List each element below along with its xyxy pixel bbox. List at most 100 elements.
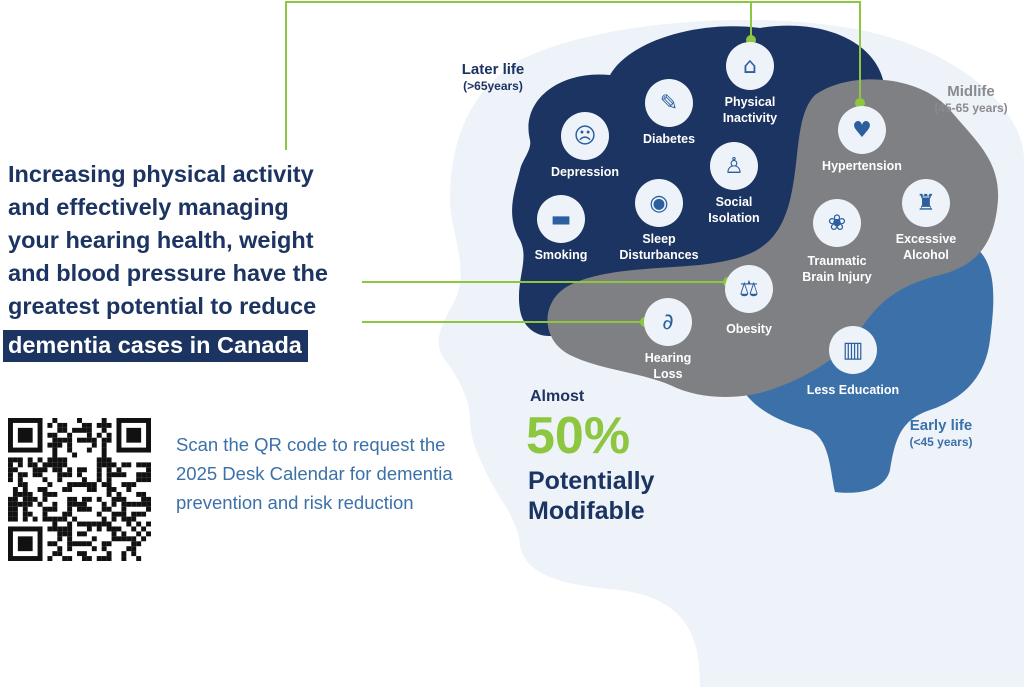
qr-module [57,546,63,552]
qr-module [101,501,107,507]
qr-module [86,487,92,492]
qr-module [12,511,18,517]
factor-smoking: ▬Smoking [491,195,631,263]
qr-module [136,477,142,483]
qr-module [67,556,73,561]
qr-module [52,447,58,453]
qr-module [62,472,68,478]
qr-module [47,482,53,488]
qr-module [67,447,73,453]
qr-module [37,472,43,478]
qr-code[interactable] [8,418,151,561]
qr-module [8,526,43,532]
qr-module [81,477,87,483]
qr-module [27,496,33,502]
qr-module [141,496,147,502]
qr-module [106,506,112,512]
qr-module [101,447,107,453]
factor-label: Obesity [726,322,772,336]
qr-module [91,521,97,527]
factor-sleep-disturbances: ◉Sleep Disturbances [589,179,729,263]
qr-module [8,516,13,522]
later-life-label: Later life (>65years) [448,62,538,94]
qr-module [111,511,117,517]
qr-module [42,491,48,497]
qr-module [116,511,122,517]
qr-module [81,551,87,557]
qr-module [22,487,28,492]
qr-module [22,501,28,507]
qr-module [52,501,58,507]
qr-module [116,418,122,453]
qr-module [22,472,28,478]
qr-module [27,457,33,463]
qr-module [91,437,97,443]
qr-module [101,462,107,468]
qr-module [17,482,23,488]
qr-module [67,536,73,542]
qr-module [136,556,142,561]
qr-module [101,427,107,433]
qr-module [37,418,43,453]
qr-module [17,427,33,443]
qr-module [52,521,58,527]
qr-module [101,418,107,423]
qr-module [121,462,127,468]
qr-module [146,506,151,512]
summary-prefix: Almost [530,388,585,405]
qr-module [67,432,73,438]
qr-module [136,521,142,527]
qr-module [131,516,137,522]
qr-module [17,477,23,483]
qr-module [57,526,63,532]
qr-module [111,462,117,468]
factor-hearing-loss: ∂Hearing Loss [598,298,738,382]
qr-module [96,422,102,428]
depressed-person-icon: ☹ [561,112,609,160]
factor-depression: ☹Depression [515,112,655,180]
qr-module [27,511,33,517]
headline-line: and blood pressure have the [8,260,328,286]
qr-module [8,477,13,483]
qr-module [67,487,73,492]
qr-module [116,536,122,542]
qr-module [141,462,147,468]
qr-module [96,472,102,478]
qr-module [8,447,43,453]
qr-module [37,501,43,507]
qr-module [57,462,63,468]
qr-module [106,491,112,497]
qr-module [67,526,73,532]
qr-module [121,501,127,507]
qr-module [106,462,112,468]
qr-module [121,506,127,512]
qr-module [62,516,68,522]
qr-module [81,501,87,507]
qr-module [42,467,48,473]
qr-module [8,457,13,463]
connector-lines [285,1,861,323]
qr-module [106,487,112,492]
qr-module [62,556,68,561]
qr-module [62,487,68,492]
qr-module [121,472,127,478]
qr-module [136,511,142,517]
stage-title: Early life [909,417,973,434]
qr-module [47,432,53,438]
book-icon: ▥ [829,326,877,374]
qr-module [42,462,48,468]
qr-module [17,472,23,478]
couch-icon: ⌂ [726,42,774,90]
qr-module [8,418,13,453]
factor-traumatic-brain-injury: ❀Traumatic Brain Injury [767,199,907,285]
summary-line: Potentially [528,467,655,495]
qr-module [96,432,102,438]
insulin-pen-icon: ✎ [645,79,693,127]
qr-module [81,541,87,547]
headline-line: greatest potential to reduce [8,293,317,319]
qr-module [62,437,68,443]
qr-module [126,482,132,488]
factor-label: Hearing Loss [644,351,692,381]
qr-module [62,422,68,428]
qr-module [96,556,102,561]
